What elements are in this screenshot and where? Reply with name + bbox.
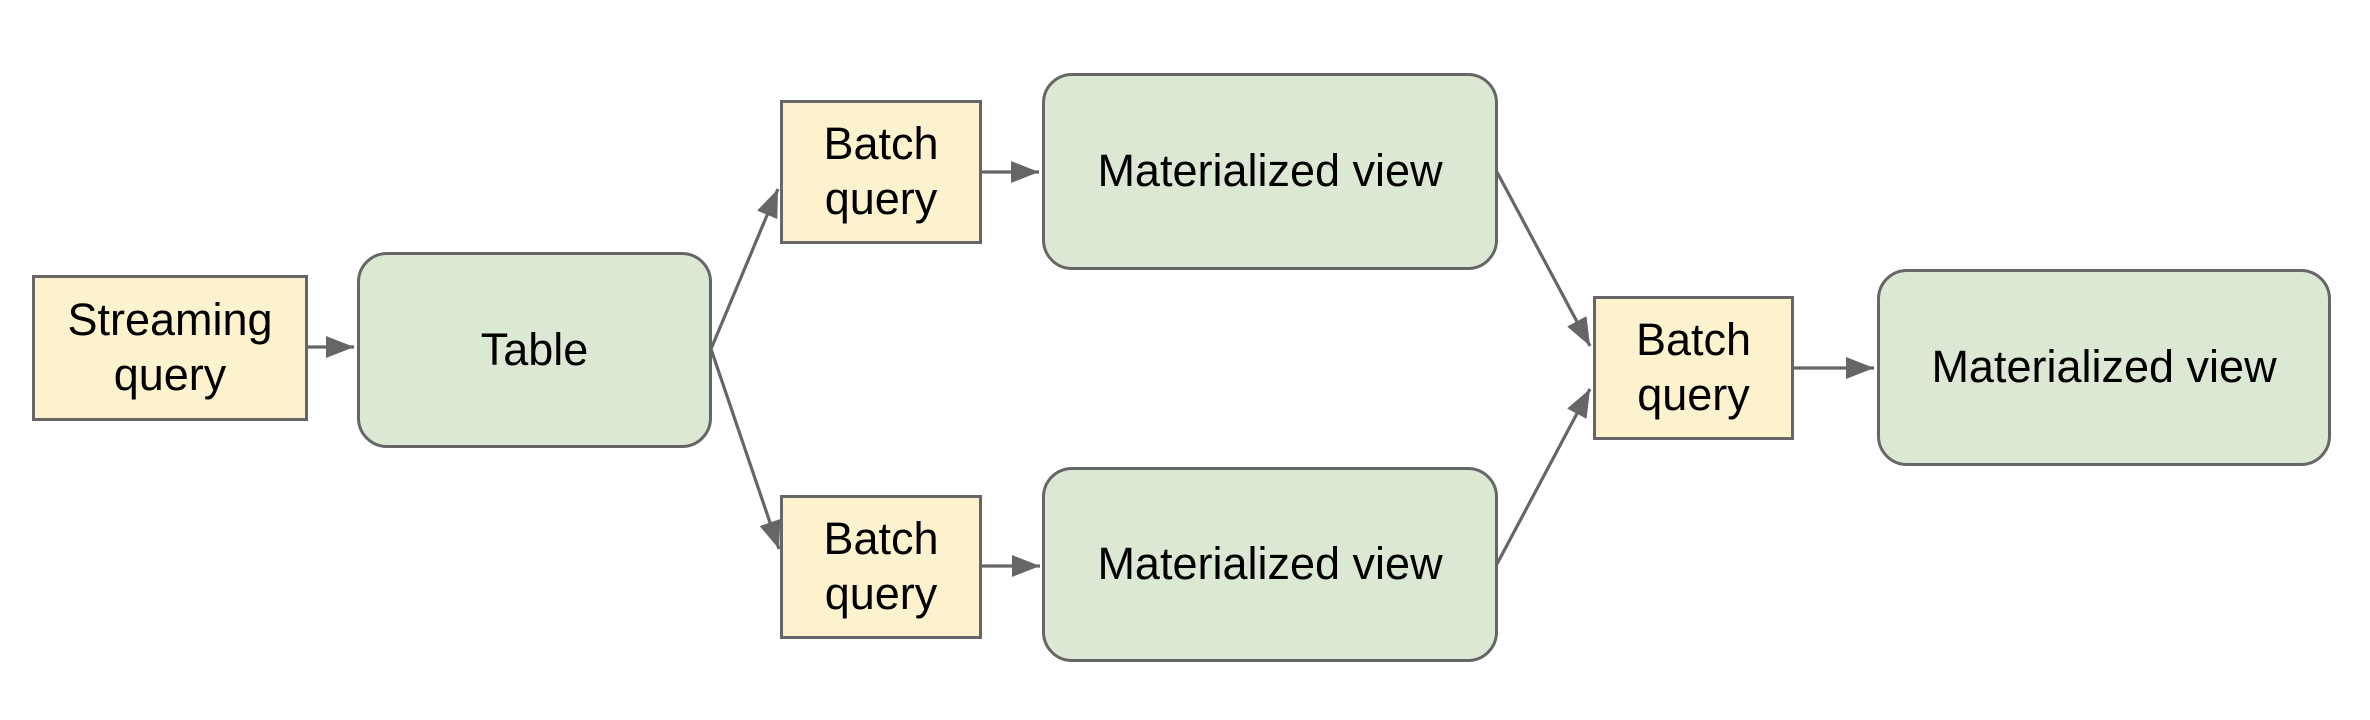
node-materialized-view-top: Materialized view [1042, 73, 1498, 270]
node-batch-query-bottom: Batch query [780, 495, 982, 639]
node-materialized-view-top-label: Materialized view [1097, 145, 1443, 197]
node-materialized-view-bottom-label: Materialized view [1097, 538, 1443, 590]
node-batch-query-right-label: Batch query [1635, 314, 1752, 420]
node-streaming-query-label: Streaming query [67, 294, 273, 400]
node-materialized-view-right: Materialized view [1877, 269, 2331, 466]
node-table-label: Table [480, 323, 589, 375]
node-materialized-view-right-label: Materialized view [1931, 341, 2277, 393]
node-batch-query-bottom-label: Batch query [823, 513, 939, 619]
connector-view-bottom-to-batch-right [1495, 388, 1592, 565]
node-batch-query-top-label: Batch query [823, 118, 939, 224]
node-materialized-view-bottom: Materialized view [1042, 467, 1498, 662]
connector-view-top-to-batch-right [1495, 171, 1592, 347]
node-table: Table [357, 252, 712, 448]
node-batch-query-top: Batch query [780, 100, 982, 244]
node-batch-query-right: Batch query [1593, 296, 1794, 440]
node-streaming-query: Streaming query [32, 275, 308, 421]
connector-table-to-batch-bottom [709, 348, 781, 550]
connector-table-to-batch-top [709, 188, 780, 350]
